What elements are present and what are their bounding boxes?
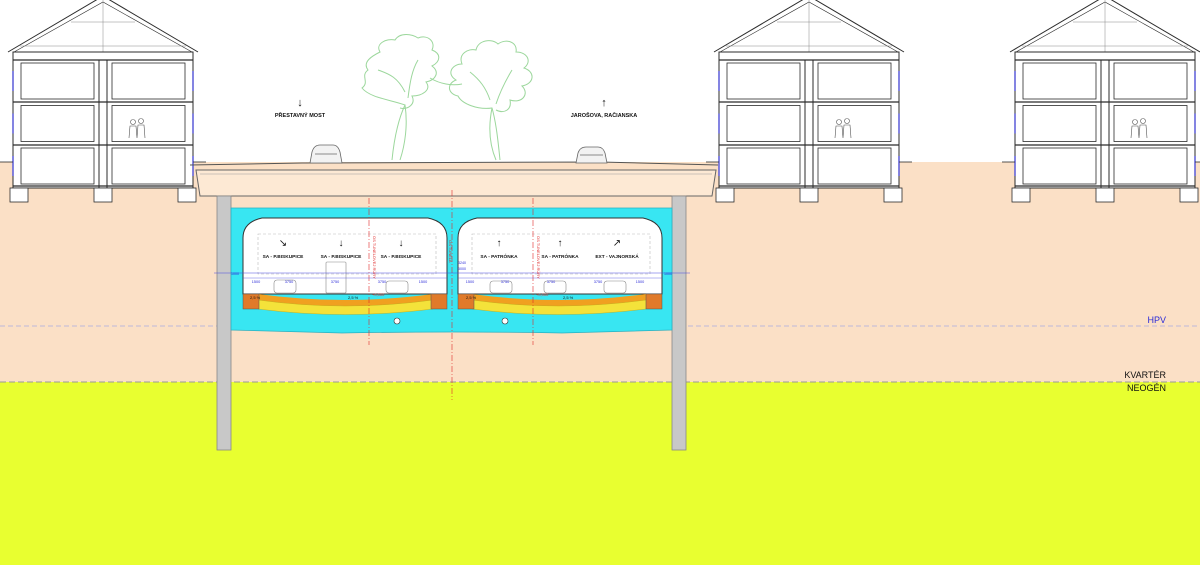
left-tube-interior xyxy=(242,217,448,295)
tunnel-car-icon xyxy=(489,280,513,294)
roof-slab xyxy=(195,169,717,197)
lane-destination-label: SA - PATRÓNKA xyxy=(541,252,579,260)
curb-block xyxy=(242,293,260,310)
lane-direction-arrow: ↑ xyxy=(558,238,563,249)
tunnel-car-icon xyxy=(603,280,627,294)
surface-label-left: PŘESTAVNÝ MOST xyxy=(275,111,326,119)
building-middle xyxy=(706,0,912,203)
axis-label-left-tube: OS TUNELOVEJ RÚRY xyxy=(372,236,377,279)
dimension-value: 3750 xyxy=(547,280,555,284)
dimension-value: 3750 xyxy=(594,280,602,284)
tunnel-truck-icon xyxy=(325,261,347,294)
lane-destination-label: SA - PATRÓNKA xyxy=(480,252,518,260)
tunnel-car-icon xyxy=(385,280,409,294)
surface-label-right: JAROŠOVA, RAČIANSKA xyxy=(571,111,638,119)
tunnel-car-icon xyxy=(273,279,297,294)
road-surface-line xyxy=(189,161,719,166)
dimension-value: 1000 xyxy=(664,272,672,276)
drain-pipe xyxy=(393,317,401,325)
dimension-value: 3750 xyxy=(285,280,293,284)
curb-block xyxy=(457,293,475,310)
diaphragm-wall-right xyxy=(671,195,687,451)
tree-outlines xyxy=(361,34,533,161)
car-icon xyxy=(575,146,608,164)
slope-label: 2,5 % xyxy=(348,295,359,300)
road-layer-orange-left xyxy=(258,294,433,306)
dimension-value: 1500 xyxy=(419,280,427,284)
lane-destination-label: SA - P.BISKUPICE xyxy=(381,254,423,260)
dimension-value: 3750 xyxy=(331,280,339,284)
lane-destination-label: SA - P.BISKUPICE xyxy=(321,254,363,260)
lane-destination-label: SA - P.BISKUPICE xyxy=(263,254,305,260)
building-left xyxy=(0,0,206,203)
level-label-left: +0,000 xyxy=(372,292,385,297)
dimension-value: 1500 xyxy=(252,280,260,284)
lane-direction-arrow: ↗ xyxy=(613,238,621,249)
hpv-label: HPV xyxy=(1147,315,1166,325)
tunnel-car-icon xyxy=(543,280,567,294)
level-label-right: +0,000 xyxy=(536,292,549,297)
diaphragm-wall-left xyxy=(216,195,232,451)
neogene-label: NEOGÉN xyxy=(1127,383,1166,393)
surface-arrow-right: ↑ xyxy=(601,97,607,109)
dimension-value: 5000 xyxy=(458,267,466,271)
car-icon xyxy=(309,144,343,164)
neogene-soil-layer xyxy=(0,382,1200,565)
lane-direction-arrow: ↓ xyxy=(399,238,404,249)
clearance-outline-right xyxy=(471,233,651,275)
clearance-outline-left xyxy=(257,233,437,275)
curb-block xyxy=(430,293,448,310)
tunnel-structure xyxy=(214,190,690,400)
lane-direction-arrow: ↓ xyxy=(339,238,344,249)
lane-direction-arrow: ↑ xyxy=(497,238,502,249)
dimension-value: 3240 xyxy=(458,261,466,265)
quaternary-label: KVARTÉR xyxy=(1124,370,1166,380)
slope-label: 2,5 % xyxy=(563,295,574,300)
surface-arrow-left: ↓ xyxy=(297,97,303,109)
lane-direction-arrow: ↘ xyxy=(279,238,287,249)
dimension-value: 1500 xyxy=(636,280,644,284)
dimension-value: 3750 xyxy=(501,280,509,284)
axis-label-right-tube: OS TUNELOVEJ RÚRY xyxy=(536,236,541,279)
dimension-labels: 1500 3750 3750 3750 1500 2,5 % 2,5 % 1500 3750 37… xyxy=(231,261,672,300)
dimension-value: 1500 xyxy=(466,280,474,284)
building-right xyxy=(1002,0,1200,203)
curb-block xyxy=(645,293,663,310)
slope-label: 2,5 % xyxy=(250,295,261,300)
slope-label: 2,5 % xyxy=(466,295,477,300)
drain-pipe xyxy=(501,317,509,325)
lane-labels: ↘ SA - P.BISKUPICE ↓ SA - P.BISKUPICE ↓ SA - … xyxy=(263,238,640,260)
axis-label-tunnel: OS TUNELA xyxy=(448,240,453,263)
dimension-value: 3750 xyxy=(378,280,386,284)
right-tube-interior xyxy=(457,217,663,295)
dimension-value: 1000 xyxy=(231,272,239,276)
road-layer-orange-right xyxy=(472,294,646,306)
lane-destination-label: EXT - VAJNORSKÁ xyxy=(595,253,639,260)
